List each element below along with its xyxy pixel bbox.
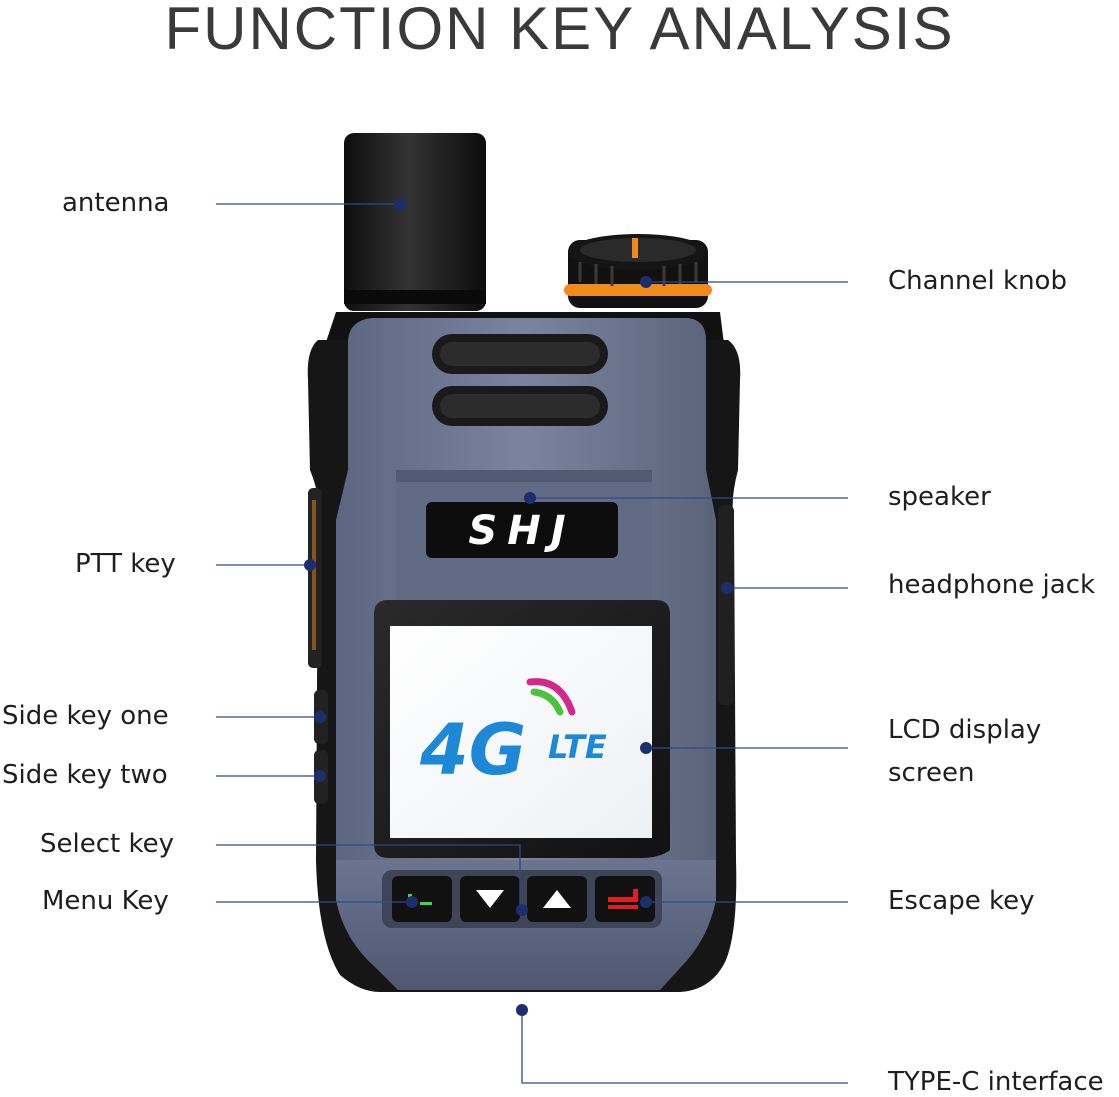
escape-key-button[interactable] — [595, 876, 655, 922]
menu-key-marker — [406, 896, 418, 908]
menu-key-button[interactable] — [392, 876, 452, 922]
lcd-marker — [640, 742, 652, 754]
right-side-cover — [718, 505, 734, 705]
walkie-talkie: SHJ 4G LTE — [307, 133, 741, 992]
label-menu-key: Menu Key — [42, 886, 169, 916]
keypad — [382, 870, 662, 928]
label-type-c: TYPE-C interface — [888, 1067, 1104, 1097]
escape-key-marker — [640, 896, 652, 908]
side-key-two-marker — [314, 770, 326, 782]
headphone-jack-marker — [721, 582, 733, 594]
label-select-key: Select key — [40, 829, 174, 859]
lcd-screen: 4G LTE — [374, 600, 670, 858]
leader-lines — [216, 203, 848, 1084]
label-lcd-line1: LCD display — [888, 715, 1042, 745]
brand-logo: SHJ — [468, 508, 575, 554]
select-key-marker — [516, 904, 528, 916]
label-headphone-jack: headphone jack — [888, 570, 1096, 600]
lte-4g-text: 4G — [419, 709, 526, 791]
channel-knob-marker — [640, 276, 652, 288]
label-escape-key: Escape key — [888, 886, 1035, 916]
label-channel-knob: Channel knob — [888, 266, 1067, 296]
label-lcd-line2: screen — [888, 758, 975, 788]
speaker-marker — [524, 492, 536, 504]
side-key-one-marker — [314, 711, 326, 723]
label-ptt-key: PTT key — [75, 549, 176, 579]
page-title: FUNCTION KEY ANALYSIS — [164, 0, 955, 62]
label-side-key-two: Side key two — [2, 760, 168, 790]
label-antenna: antenna — [62, 188, 170, 218]
down-key-button[interactable] — [460, 876, 520, 922]
label-speaker: speaker — [888, 482, 991, 512]
antenna-part — [344, 133, 486, 311]
antenna-marker — [394, 198, 406, 210]
type-c-marker — [516, 1004, 528, 1016]
up-key-button[interactable] — [527, 876, 587, 922]
ptt-key-marker — [304, 559, 316, 571]
speaker-grille — [432, 334, 608, 426]
lte-sub-text: LTE — [548, 728, 607, 766]
label-side-key-one: Side key one — [2, 701, 169, 731]
channel-knob-part — [564, 234, 712, 308]
